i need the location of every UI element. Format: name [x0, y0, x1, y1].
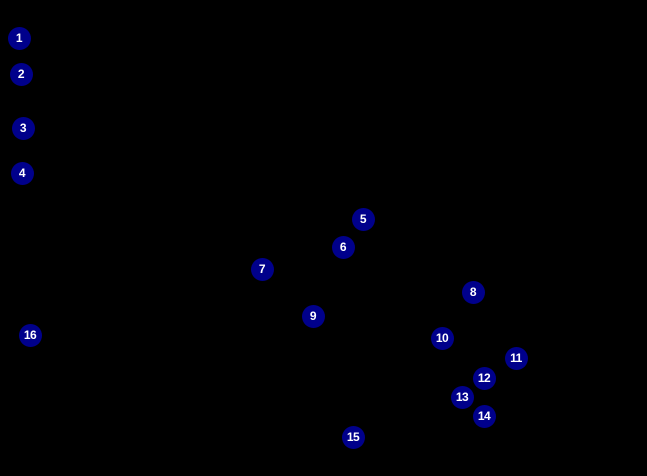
som-marker-6[interactable]: 6	[331, 235, 355, 259]
som-marker-7[interactable]: 7	[250, 257, 274, 281]
som-marker-9[interactable]: 9	[301, 304, 325, 328]
som-marker-14[interactable]: 14	[472, 404, 496, 428]
som-marker-1[interactable]: 1	[7, 26, 31, 50]
som-marker-16[interactable]: 16	[18, 323, 42, 347]
som-marker-3[interactable]: 3	[11, 116, 35, 140]
som-marker-5[interactable]: 5	[351, 207, 375, 231]
som-marker-12[interactable]: 12	[472, 366, 496, 390]
som-marker-2[interactable]: 2	[9, 62, 33, 86]
som-marker-4[interactable]: 4	[10, 161, 34, 185]
som-marker-11[interactable]: 11	[504, 346, 528, 370]
som-marker-15[interactable]: 15	[341, 425, 365, 449]
som-marker-8[interactable]: 8	[461, 280, 485, 304]
som-marker-10[interactable]: 10	[430, 326, 454, 350]
som-marker-13[interactable]: 13	[450, 385, 474, 409]
